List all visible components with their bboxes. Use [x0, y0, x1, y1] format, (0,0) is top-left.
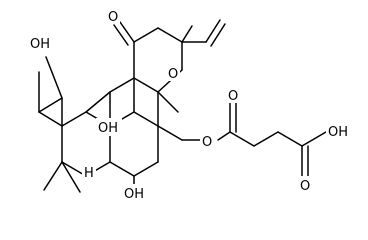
ring-a-bonds — [38, 56, 111, 193]
h-stereo-label: H — [84, 166, 94, 181]
oh-mid-label: OH — [98, 121, 118, 136]
ester-carbonyl-oxygen-label: O — [228, 89, 238, 104]
ring-oxygen-label: O — [168, 67, 178, 82]
acid-oh-label: OH — [328, 125, 348, 140]
atom-labels: OH O O OH H OH O O OH O — [28, 7, 352, 202]
chemical-structure-diagram: OH O O OH H OH O O OH O — [28, 7, 352, 202]
ester-oxygen-label: O — [202, 135, 212, 150]
ring-b-bonds — [85, 91, 159, 189]
oh-bottom-label: OH — [124, 187, 144, 202]
oh-top-left-label: OH — [30, 37, 50, 52]
ketone-oxygen-label: O — [108, 10, 118, 25]
ester-chain-bonds — [157, 101, 327, 177]
acid-carbonyl-oxygen-label: O — [300, 179, 310, 194]
